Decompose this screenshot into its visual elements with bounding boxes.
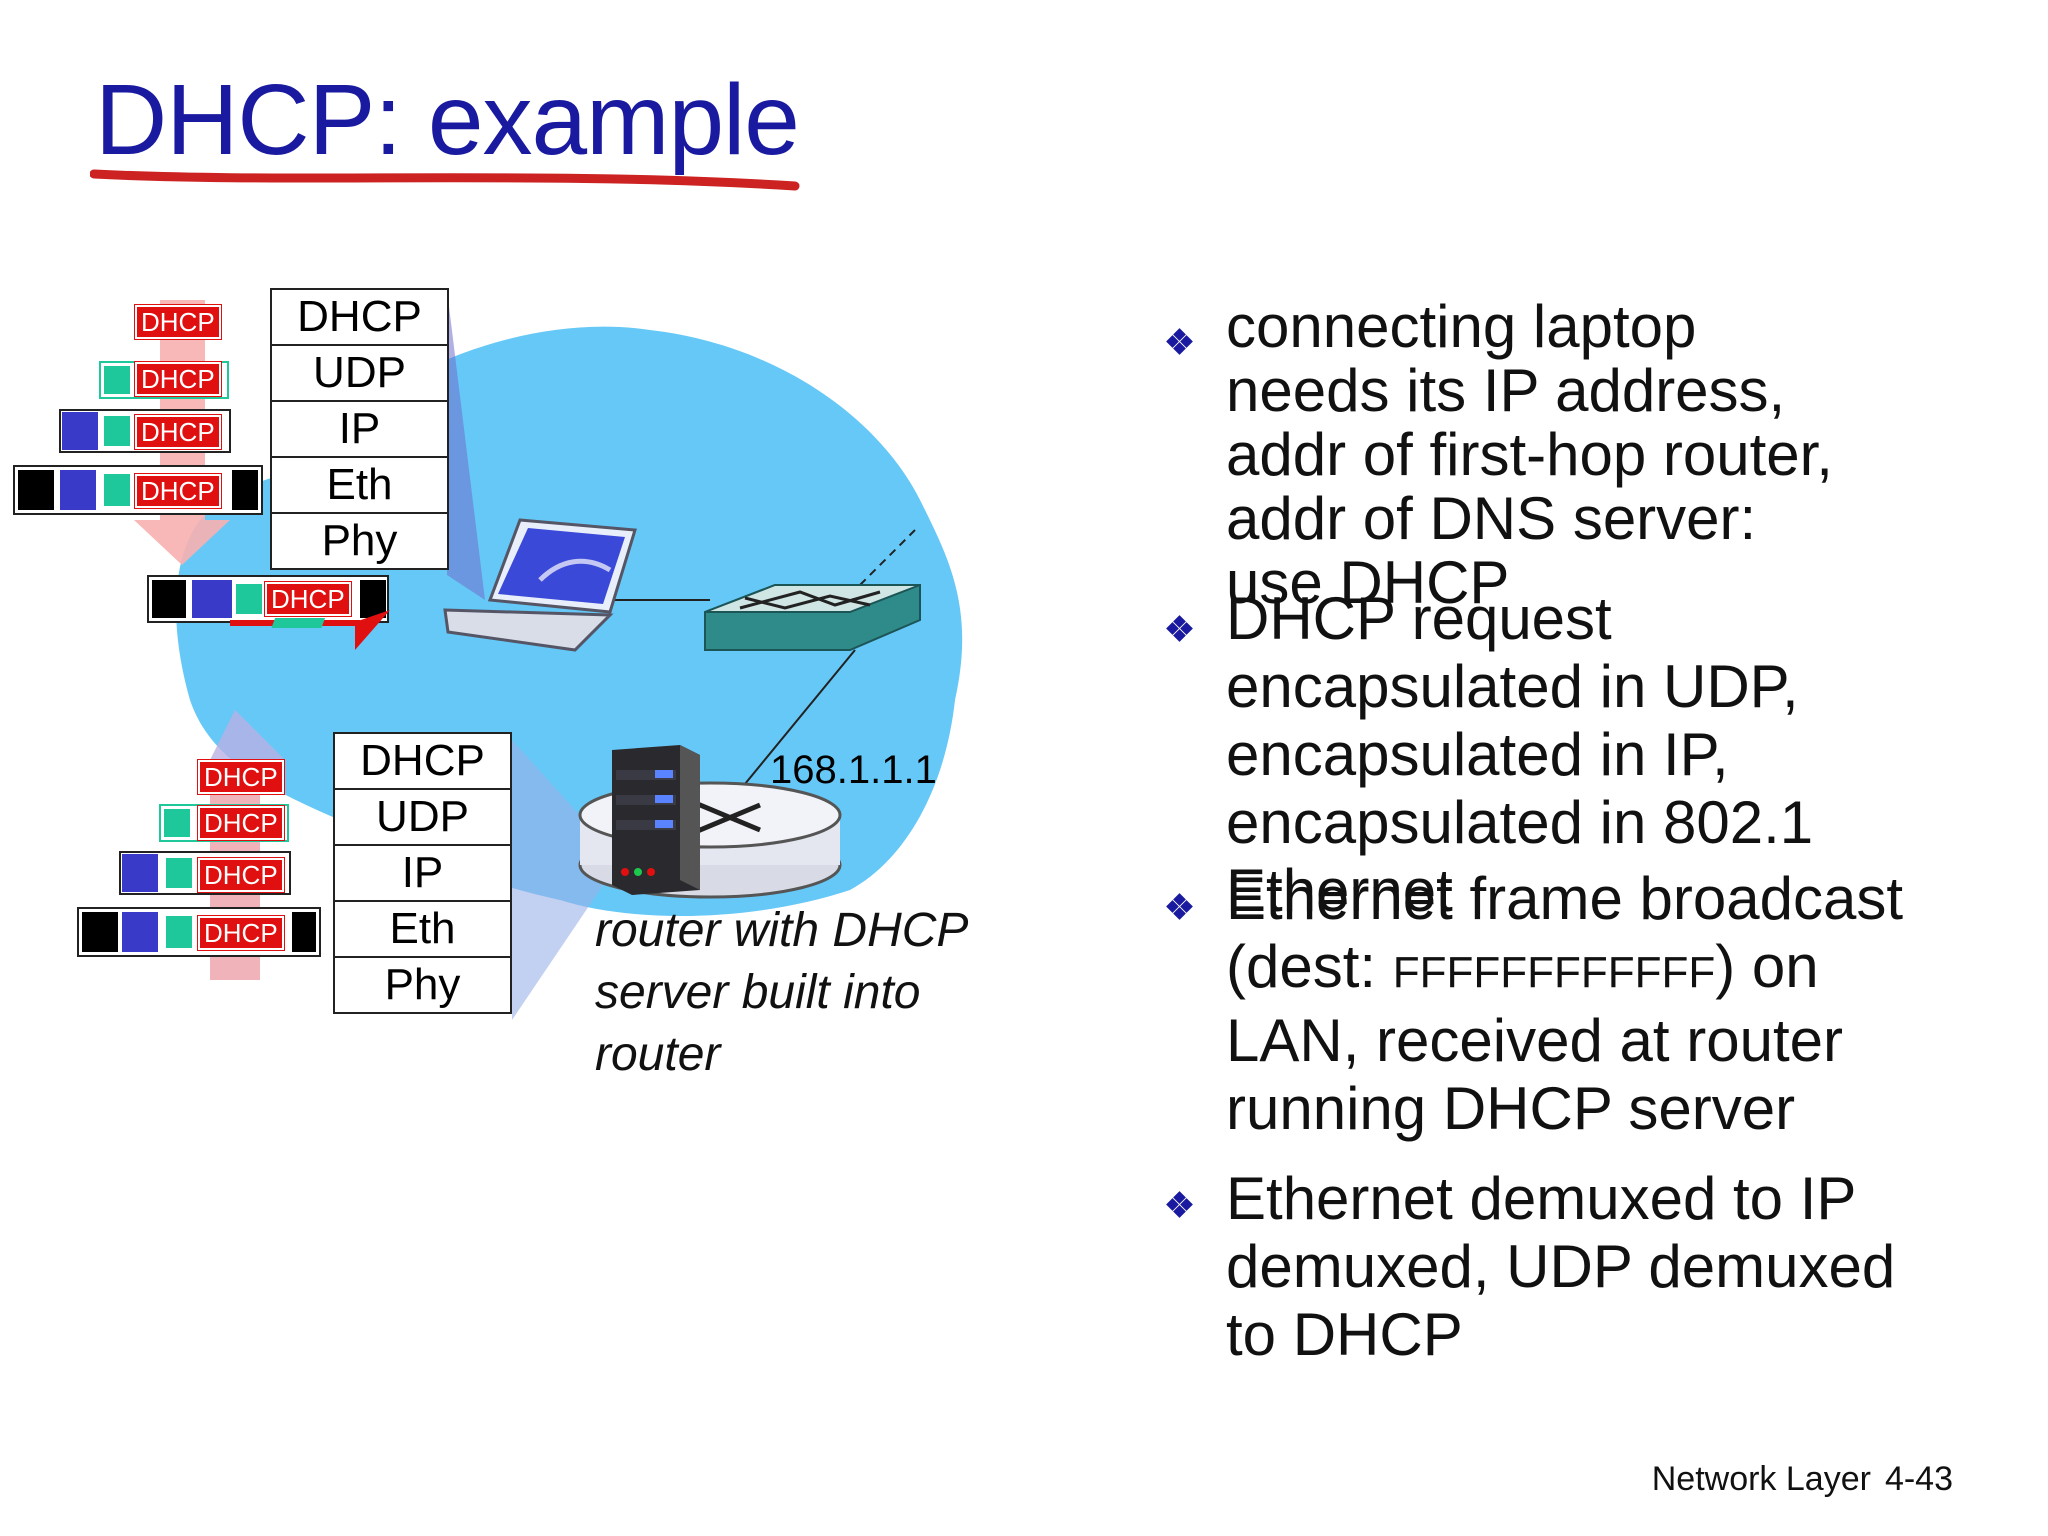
bullet-line: encapsulated in 802.1 bbox=[1226, 789, 1814, 856]
caption-line: router with DHCP bbox=[595, 904, 969, 957]
bullet-line: Ethernet demuxed to IP bbox=[1226, 1165, 1857, 1232]
client-dhcp-label-udp: DHCP bbox=[134, 361, 222, 397]
client-dhcp-label-ip: DHCP bbox=[134, 414, 222, 450]
client-dhcp-label-eth: DHCP bbox=[134, 473, 222, 509]
client-dhcp-label-app: DHCP bbox=[134, 304, 222, 340]
caption-line: server built into bbox=[595, 966, 921, 1019]
bullet-mark-icon bbox=[1166, 328, 1193, 355]
footer-section: Network Layer bbox=[1651, 1460, 1871, 1498]
bullet-text: Ethernet demuxed to IP demuxed, UDP demu… bbox=[1226, 1165, 2016, 1369]
bullet-mark-icon bbox=[1166, 1191, 1193, 1218]
bullet-line: addr of DNS server: bbox=[1226, 485, 1757, 552]
stack-layer: IP bbox=[272, 402, 447, 458]
stack-layer: Phy bbox=[321, 516, 398, 565]
bullet-line: addr of first-hop router, bbox=[1226, 421, 1833, 488]
stack-layer: IP bbox=[335, 846, 510, 902]
slide-title: DHCP: example bbox=[95, 64, 800, 176]
slide-footer: Network Layer 4-43 bbox=[1638, 1460, 1953, 1499]
dest-suffix: ) on bbox=[1715, 933, 1819, 1000]
bullet-text: connecting laptop needs its IP address, … bbox=[1226, 295, 2016, 615]
bullet-line: demuxed, UDP demuxed bbox=[1226, 1233, 1896, 1300]
title-underline bbox=[90, 169, 800, 191]
server-icon bbox=[612, 745, 700, 895]
bullet-line: to DHCP bbox=[1226, 1301, 1463, 1368]
stack-layer: DHCP bbox=[335, 734, 510, 790]
bullet-line: use DHCP bbox=[1226, 549, 1510, 616]
bullet-mark-icon bbox=[1166, 893, 1193, 920]
server-dhcp-label-app: DHCP bbox=[197, 759, 285, 795]
bullet-line: Ethernet bbox=[1226, 857, 1453, 924]
router-caption: router with DHCP server built into route… bbox=[595, 900, 968, 1086]
bullet-line: (dest: FFFFFFFFFFFF) on bbox=[1226, 933, 2016, 1007]
caption-line: router bbox=[595, 1028, 721, 1081]
broadcast-mac: FFFFFFFFFFFF bbox=[1392, 948, 1716, 997]
client-stack-funnel bbox=[447, 290, 485, 600]
bullet-line: encapsulated in UDP, bbox=[1226, 653, 1799, 720]
bullet-line: running DHCP server bbox=[1226, 1075, 1796, 1142]
stack-layer: UDP bbox=[335, 790, 510, 846]
bullet-text: DHCP request encapsulated in UDP, encaps… bbox=[1226, 585, 2016, 925]
server-protocol-stack: DHCP UDP IP Eth Phy bbox=[333, 732, 512, 1014]
server-dhcp-label-ip: DHCP bbox=[197, 857, 285, 893]
dest-prefix: (dest: bbox=[1226, 933, 1393, 1000]
bullet-line: connecting laptop bbox=[1226, 293, 1697, 360]
bullet-line: DHCP request bbox=[1226, 585, 1612, 652]
client-dhcp-label-wire: DHCP bbox=[264, 581, 352, 617]
stack-layer: DHCP bbox=[272, 290, 447, 346]
bullet-line: Ethernet frame broadcast bbox=[1226, 865, 1904, 932]
laptop-icon bbox=[271, 518, 637, 652]
stack-layer: Eth bbox=[272, 458, 447, 514]
router-ip-label: 168.1.1.1 bbox=[770, 748, 937, 792]
server-dhcp-label-udp: DHCP bbox=[197, 805, 285, 841]
server-stack-funnel bbox=[512, 740, 620, 1020]
server-dhcp-label-eth: DHCP bbox=[197, 915, 285, 951]
stack-layer: Eth bbox=[335, 902, 510, 958]
bullet-line: needs its IP address, bbox=[1226, 357, 1786, 424]
bullet-text: Ethernet frame broadcast (dest: FFFFFFFF… bbox=[1226, 865, 2016, 1143]
bullet-mark-icon bbox=[1166, 615, 1193, 642]
stack-layer: UDP bbox=[272, 346, 447, 402]
bullet-line: encapsulated in IP, bbox=[1226, 721, 1729, 788]
footer-page-number: 4-43 bbox=[1884, 1460, 1953, 1498]
client-protocol-stack: DHCP UDP IP Eth Phy bbox=[270, 288, 449, 570]
stack-layer: Phy bbox=[384, 960, 461, 1009]
switch-icon bbox=[704, 584, 921, 651]
bullet-line: LAN, received at router bbox=[1226, 1007, 1843, 1074]
